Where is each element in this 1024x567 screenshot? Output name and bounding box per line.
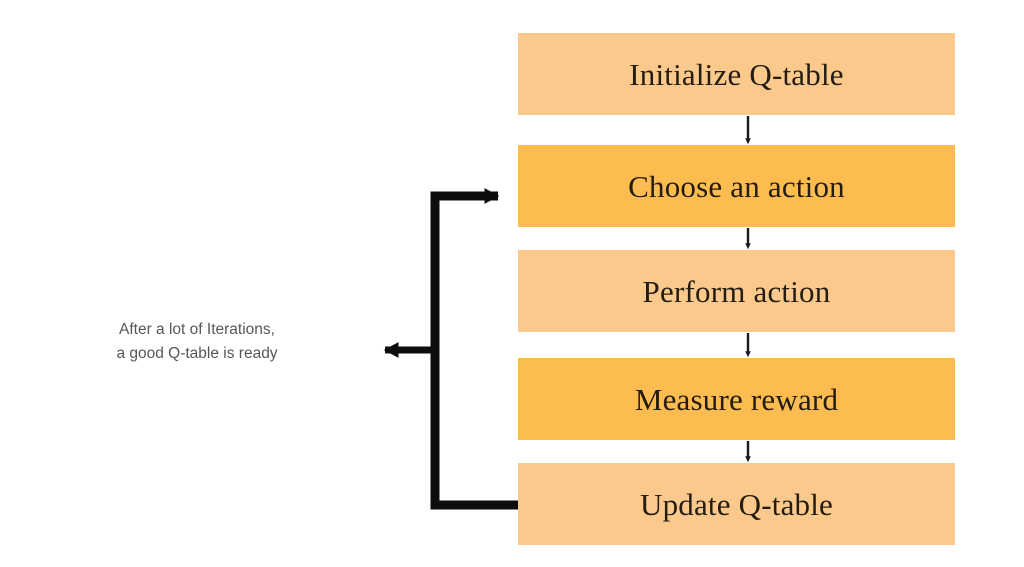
annotation-line-1: After a lot of Iterations, — [119, 321, 275, 338]
feedback-loop-path — [430, 188, 518, 510]
loop-exit-annotation: After a lot of Iterations, a good Q-tabl… — [52, 318, 342, 365]
flow-node-choose-an-action[interactable]: Choose an action — [518, 145, 955, 227]
flow-node-label: Update Q-table — [639, 486, 834, 522]
flow-node-initialize-q-table[interactable]: Initialize Q-table — [518, 33, 955, 115]
flow-node-label: Choose an action — [628, 168, 845, 204]
flow-node-label: Perform action — [642, 273, 831, 309]
flow-node-label: Measure reward — [634, 381, 839, 417]
annotation-line-2: a good Q-table is ready — [116, 344, 278, 362]
flow-node-measure-reward[interactable]: Measure reward — [518, 358, 955, 440]
flow-node-label: Initialize Q-table — [629, 56, 844, 92]
flow-node-update-q-table[interactable]: Update Q-table — [518, 463, 955, 545]
flow-node-perform-action[interactable]: Perform action — [518, 250, 955, 332]
